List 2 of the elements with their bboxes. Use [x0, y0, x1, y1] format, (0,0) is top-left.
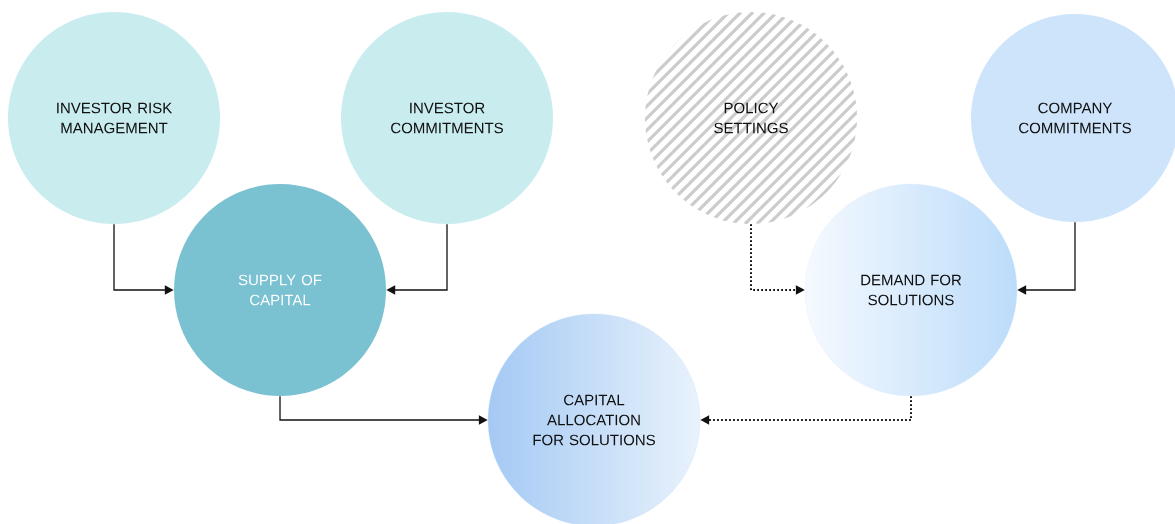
arrow — [1017, 221, 1076, 295]
arrow — [279, 395, 488, 425]
